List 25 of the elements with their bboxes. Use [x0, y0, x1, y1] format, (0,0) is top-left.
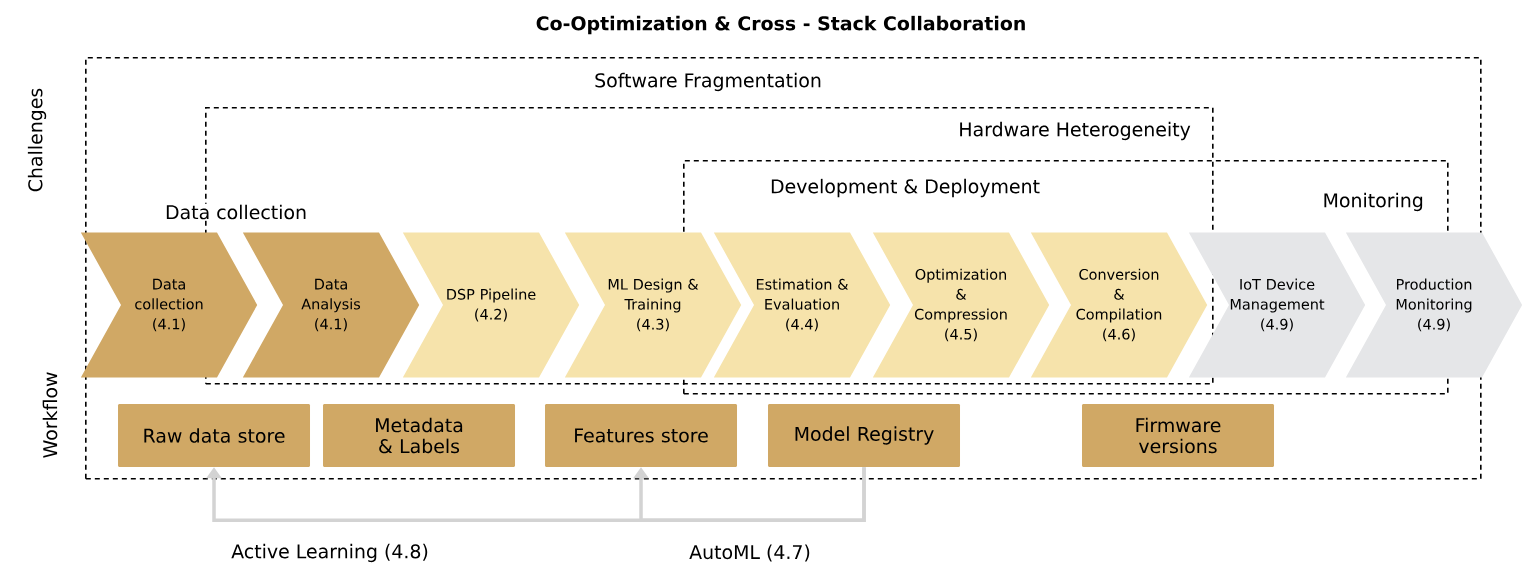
process-step: DSP Pipeline (4.2) [402, 232, 580, 378]
process-step: Data Analysis (4.1) [242, 232, 420, 378]
side-label: Workflow [41, 370, 59, 460]
node-label: Estimation & Evaluation (4.4) [756, 278, 849, 332]
process-step: Estimation & Evaluation (4.4) [713, 232, 891, 378]
node-label: ML Design & Training (4.3) [608, 278, 699, 332]
store-box: Model Registry [768, 404, 960, 467]
edge-label: Active Learning (4.8) [230, 542, 430, 564]
section-label: Data collection [164, 203, 309, 221]
side-label: Challenges [26, 86, 48, 194]
edge-label: AutoML (4.7) [688, 543, 812, 563]
region-heading: Software Fragmentation [595, 72, 821, 92]
store-box: Features store [545, 404, 737, 467]
process-step: Conversion & Compilation (4.6) [1030, 232, 1208, 378]
region-heading: Monitoring [1324, 192, 1423, 212]
title: Co-Optimization & Cross - Stack Collaboration [536, 15, 1025, 35]
process-step: ML Design & Training (4.3) [564, 232, 742, 378]
process-step: Optimization & Compression (4.5) [872, 232, 1050, 378]
region-heading: Hardware Heterogeneity [960, 121, 1191, 141]
process-step: Production Monitoring (4.9) [1345, 232, 1522, 378]
region-heading: Development & Deployment [771, 178, 1040, 198]
store-box: Firmware versions [1082, 404, 1274, 467]
store-box: Raw data store [118, 404, 310, 467]
arrow [633, 467, 866, 522]
store-box: Metadata & Labels [323, 404, 515, 467]
